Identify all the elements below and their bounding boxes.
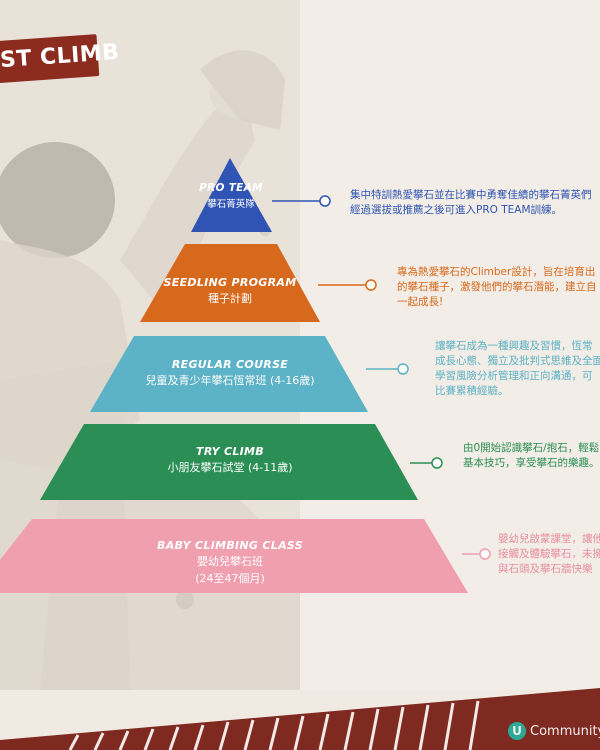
tier-baby-label: BABY CLIMBING CLASS 嬰幼兒攀石班 (24至47個月) xyxy=(130,539,330,586)
tier-try-climb-shape xyxy=(40,424,418,500)
regular-dot xyxy=(397,363,409,375)
tier-regular-subtitle: 兒童及青少年攀石恆常班 (4-16歲) xyxy=(145,374,315,387)
baby-description: 嬰幼兒啟蒙課堂，讓他 接觸及體驗攀石，未擁 與石頭及攀石牆快樂 xyxy=(498,532,600,577)
pro-team-desc-line: 經過選拔或推薦之後可進入PRO TEAM訓練。 xyxy=(350,204,563,216)
tier-try-climb-subtitle: 小朋友攀石試堂 (4-11歲) xyxy=(167,461,293,474)
community-watermark: U Community xyxy=(508,722,600,740)
baby-desc-line: 與石頭及攀石牆快樂 xyxy=(498,563,593,575)
baby-dot xyxy=(479,548,491,560)
community-label: Community xyxy=(530,723,600,739)
tier-seedling-label: SEEDLING PROGRAM 種子計劃 xyxy=(150,276,310,306)
tier-try-climb-label: TRY CLIMB 小朋友攀石試堂 (4-11歲) xyxy=(110,445,350,475)
regular-desc-line: 學習風險分析管理和正向溝通，可 xyxy=(435,370,593,382)
regular-desc-line: 成長心態、獨立及批判式思維及全面 xyxy=(435,355,600,367)
pro-team-dot xyxy=(319,195,331,207)
seedling-desc-line: 的攀石種子，激發他們的攀石潛能，建立自 xyxy=(397,281,597,293)
community-logo-icon: U xyxy=(508,722,526,740)
tier-pro-team-label: PRO TEAM 攀石菁英隊 xyxy=(196,182,266,210)
try-climb-desc-line: 由0開始認識攀石/抱石，輕鬆 xyxy=(463,442,600,454)
regular-desc-line: 讓攀石成為一種興趣及習慣，恆常 xyxy=(435,340,593,352)
seedling-desc-line: 專為熱愛攀石的Climber設計，旨在培育出 xyxy=(397,266,596,278)
pro-team-description: 集中特訓熱愛攀石並在比賽中勇奪佳績的攀石菁英們 經過選拔或推薦之後可進入PRO … xyxy=(350,188,592,218)
try-climb-desc-line: 基本技巧，享受攀石的樂趣。 xyxy=(463,457,600,469)
tier-seedling-title: SEEDLING PROGRAM xyxy=(163,276,297,289)
baby-desc-line: 嬰幼兒啟蒙課堂，讓他 xyxy=(498,533,600,545)
try-climb-dot xyxy=(431,457,443,469)
tier-baby-age: (24至47個月) xyxy=(195,572,265,585)
tier-pro-team-title: PRO TEAM xyxy=(199,182,263,194)
tier-pro-team-subtitle: 攀石菁英隊 xyxy=(207,199,255,210)
try-climb-description: 由0開始認識攀石/抱石，輕鬆 基本技巧，享受攀石的樂趣。 xyxy=(463,441,600,471)
tier-regular-title: REGULAR COURSE xyxy=(171,358,289,371)
seedling-desc-line: 一起成長! xyxy=(397,296,444,308)
baby-desc-line: 接觸及體驗攀石，未擁 xyxy=(498,548,600,560)
seedling-dot xyxy=(365,279,377,291)
tier-baby-subtitle: 嬰幼兒攀石班 xyxy=(197,555,263,568)
regular-desc-line: 比賽累積經驗。 xyxy=(435,385,509,397)
tier-regular-label: REGULAR COURSE 兒童及青少年攀石恆常班 (4-16歲) xyxy=(110,358,350,388)
tier-seedling-shape xyxy=(140,244,320,322)
tier-try-climb-title: TRY CLIMB xyxy=(196,445,264,458)
tier-seedling-subtitle: 種子計劃 xyxy=(208,292,252,305)
regular-description: 讓攀石成為一種興趣及習慣，恆常 成長心態、獨立及批判式思維及全面 學習風險分析管… xyxy=(435,339,600,399)
pro-team-desc-line: 集中特訓熱愛攀石並在比賽中勇奪佳績的攀石菁英們 xyxy=(350,189,592,201)
tier-baby-shape xyxy=(0,519,468,593)
seedling-description: 專為熱愛攀石的Climber設計，旨在培育出 的攀石種子，激發他們的攀石潛能，建… xyxy=(397,265,597,310)
tier-baby-title: BABY CLIMBING CLASS xyxy=(157,539,303,552)
tier-pro-team-shape xyxy=(191,158,272,232)
tier-regular-shape xyxy=(90,336,368,412)
